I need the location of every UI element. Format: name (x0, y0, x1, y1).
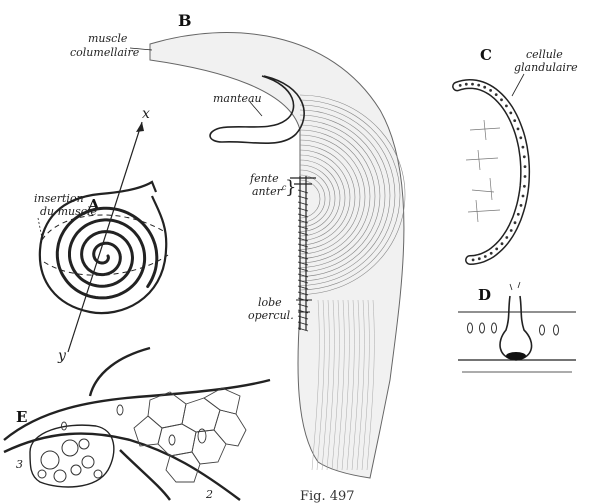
gland-cell-nucleus (489, 89, 492, 92)
fente-brace: } (285, 177, 296, 198)
gland-cell-flask (500, 296, 532, 360)
fente-label: fente (249, 172, 279, 185)
cell-polygons (134, 388, 246, 482)
gland-cell-nucleus (523, 185, 526, 188)
label-3: 3 (16, 458, 23, 471)
panel-d-letter: D (478, 286, 491, 304)
panel-c: C cellule glandulaire (457, 46, 578, 261)
columellaire-label: columellaire (70, 46, 140, 59)
gland-cell-nucleus (513, 119, 516, 122)
coiling-axis-line (68, 122, 142, 352)
gland-cell-nucleus (522, 195, 525, 198)
figure-caption: Fig. 497 (300, 489, 355, 504)
panel-a: A insertion du muscle x y (34, 106, 168, 364)
gland-cell-nucleus (471, 83, 474, 86)
cellule-label: cellule (526, 48, 563, 61)
gland-cell-nucleus (505, 105, 508, 108)
anter-text: anter (252, 185, 283, 198)
gland-cell-nucleus (524, 175, 527, 178)
gland-cell-nucleus (477, 84, 480, 87)
gland-cell-nucleus (478, 257, 481, 260)
gland-cell-nucleus (484, 255, 487, 258)
panel-c-letter: C (480, 46, 492, 64)
gland-cell-nucleus (517, 213, 520, 216)
gland-cell-nucleus (495, 93, 498, 96)
gland-cell-nucleus (510, 229, 513, 232)
muscle-label: muscle (88, 32, 128, 45)
gland-cell-nucleus (465, 83, 468, 86)
gland-cell-nucleus (517, 127, 520, 130)
opercul-label: opercul. (248, 309, 294, 322)
panel-d: D (458, 282, 576, 372)
gland-cell-nucleus (501, 242, 504, 245)
gland-cell-nucleus (483, 86, 486, 89)
panel-b-letter: B (178, 11, 192, 30)
gland-cell-nucleus (514, 221, 517, 224)
gland-cell-nucleus (522, 146, 525, 149)
gland-cell-nucleus (523, 155, 526, 158)
gland-cell-nucleus (506, 352, 526, 360)
gland-cell-nucleus (472, 259, 475, 262)
lobe-label: lobe (258, 296, 282, 309)
gland-cell-nucleus (459, 84, 462, 87)
y-axis-label: y (57, 348, 67, 364)
panel-e-letter: E (16, 408, 27, 426)
gland-cell-nucleus (490, 252, 493, 255)
gland-cell-nucleus (520, 204, 523, 207)
gland-cell-nucleus (509, 112, 512, 115)
muscle-insertion-dashed-curve (42, 215, 168, 275)
gland-cell-nucleus (500, 98, 503, 101)
gland-cell-nucleus (524, 165, 527, 168)
gland-band-outline (457, 84, 525, 260)
neighbour-cell-nuclei (468, 323, 559, 335)
gland-epithelium-band (457, 83, 526, 262)
cellule-leader (512, 74, 524, 96)
columellar-muscle-body (150, 33, 404, 478)
x-axis-label: x (142, 106, 150, 122)
secretion-drops (510, 282, 520, 290)
anter-label: anterc (252, 183, 287, 198)
connective-tissue (466, 120, 500, 222)
glandulaire-label: glandulaire (514, 61, 578, 74)
gland-cell-nucleus (519, 136, 522, 139)
vacuoles (38, 439, 102, 482)
panel-e: E 3 2 (4, 348, 270, 501)
manteau-label: manteau (213, 92, 262, 105)
label-2: 2 (205, 488, 213, 501)
axis-arrowhead (136, 122, 144, 132)
gland-cell-nucleus (505, 236, 508, 239)
gland-cell-nucleus (495, 248, 498, 251)
